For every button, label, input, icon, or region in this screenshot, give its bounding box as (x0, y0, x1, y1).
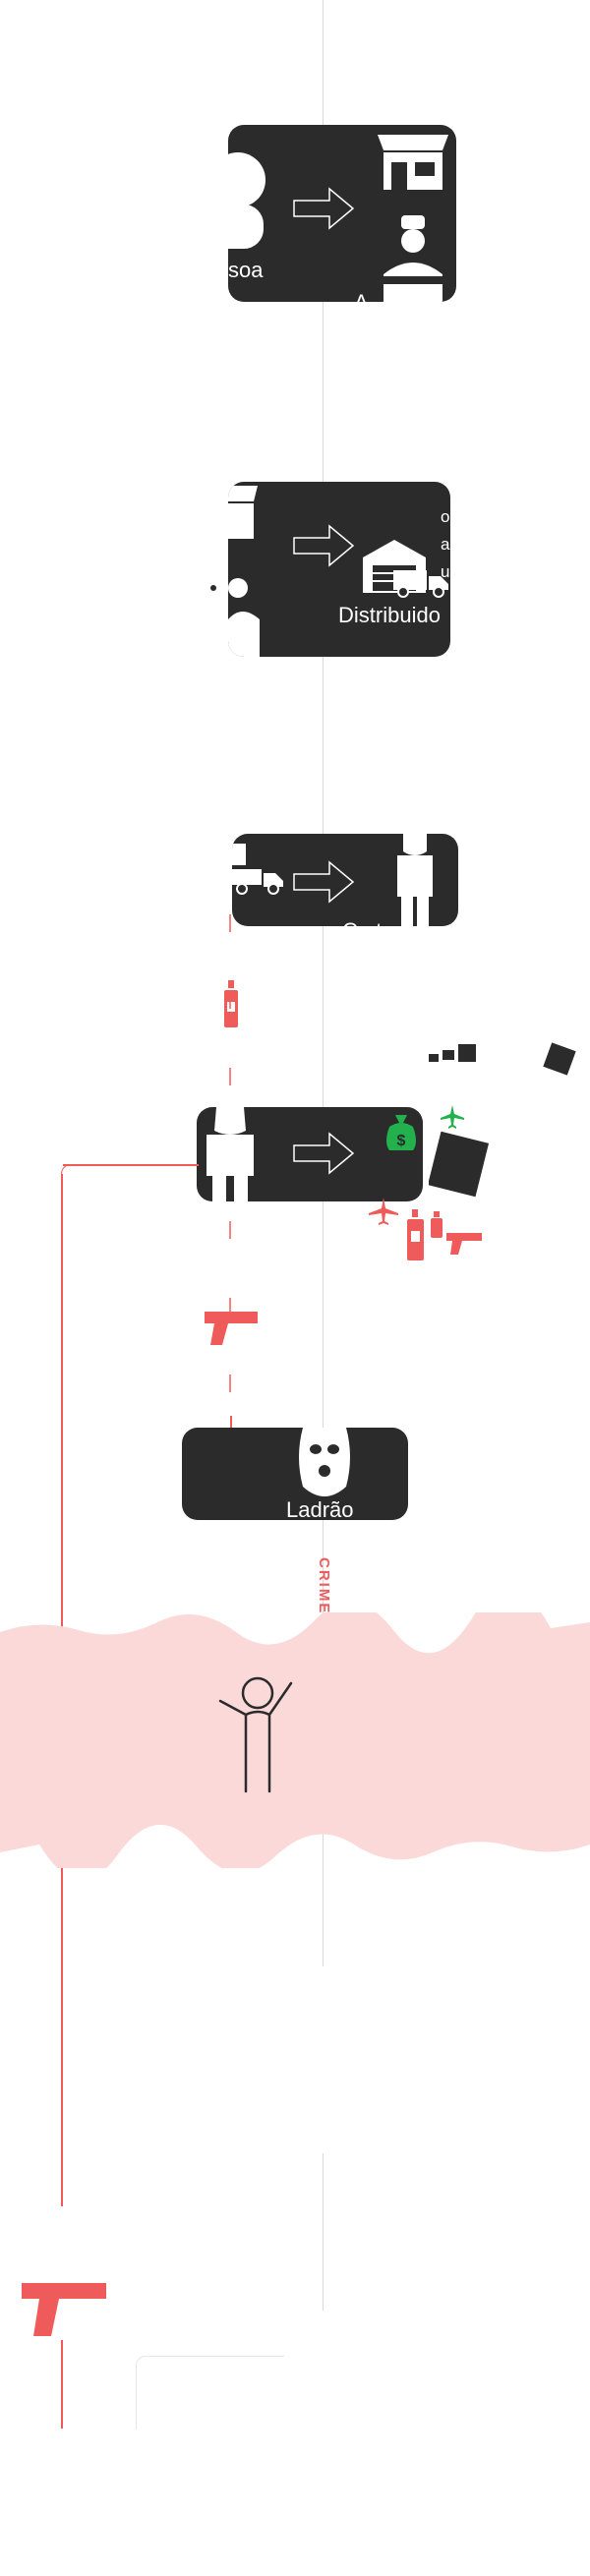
svg-text:$: $ (397, 1133, 406, 1149)
truck-icon (393, 570, 448, 598)
card2-right-label: Distribuido (338, 603, 441, 627)
center-guide-line (323, 0, 324, 1966)
airplane-icon (441, 1105, 464, 1129)
faint-outline-box (136, 2356, 284, 2430)
store-icon (228, 486, 258, 539)
pistol-icon (446, 1233, 482, 1255)
arrow-right-icon (293, 860, 355, 904)
arrow-right-icon (293, 1132, 355, 1175)
pistol-icon (205, 1312, 258, 1345)
card-smuggler-to-goods: $ (197, 1107, 423, 1201)
arrow-right-icon (293, 187, 355, 230)
store-icon (378, 135, 448, 190)
red-path-line-horizontal (63, 1164, 199, 1166)
card-to-smuggler: C...t...l... (232, 834, 458, 926)
card1-right-label: A...d... (354, 290, 417, 302)
pink-band (0, 1612, 590, 1868)
crime-label: CRIME (316, 1557, 332, 1615)
center-guide-line-lower (323, 2153, 324, 2311)
pistol-icon (22, 2283, 106, 2336)
red-path-corner (61, 1164, 74, 1177)
card-to-distributor: Distribuido o a u (228, 482, 450, 657)
spray-can-icon (224, 980, 238, 1027)
money-bag-icon: $ (386, 1115, 416, 1150)
scattered-goods (429, 1042, 576, 1198)
card-pessoa-to-baker: soa A...d... (228, 125, 456, 302)
arrow-right-icon (293, 524, 355, 567)
card2-dot (210, 585, 216, 591)
card3-right-label: C...t...l... (342, 918, 423, 926)
red-dashed-line (229, 914, 231, 1445)
card1-left-label: soa (228, 258, 264, 282)
thief-label: Ladrão (286, 1497, 354, 1520)
balaclava-icon (299, 1428, 350, 1496)
airplane-icon (369, 1198, 398, 1225)
hooded-figure-icon (397, 834, 433, 926)
baker-icon (378, 215, 448, 302)
card-thief: Ladrão (182, 1428, 408, 1520)
spray-can-icon (431, 1211, 442, 1238)
card2-side-text: o a u (441, 507, 450, 581)
baker-icon (228, 578, 260, 657)
red-path-line-vertical-lower (61, 2340, 63, 2429)
hooded-figure-icon (206, 1107, 254, 1201)
person-icon (228, 152, 266, 249)
waving-person-icon (218, 1676, 293, 1793)
spray-can-icon (407, 1209, 424, 1260)
truck-icon (232, 844, 283, 895)
